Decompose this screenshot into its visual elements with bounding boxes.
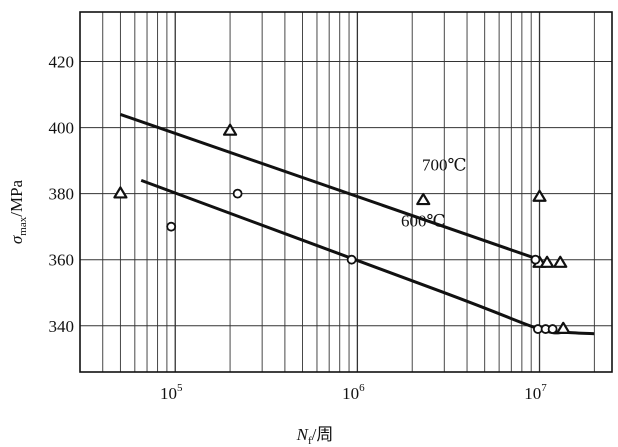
triangle-point [416,192,431,206]
x-tick-label: 107 [524,382,547,403]
data-points [113,123,571,334]
series-curve [140,178,595,336]
plot-frame [79,11,613,373]
y-axis-label-rest: /MPa [7,179,26,216]
triangle-point [222,123,238,136]
series-curve [119,112,540,262]
x-tick-label: 105 [160,382,183,403]
x-axis-label-sub: f [308,435,312,447]
circle-point [346,254,357,265]
y-tick-label: 400 [49,119,75,138]
circle-point [232,188,243,199]
triangle-point [113,186,128,199]
x-tick-labels: 105 106 107 [160,382,547,403]
y-tick-labels: 340 360 380 400 420 [49,53,75,336]
y-axis-label-main: σ [7,235,26,244]
series-labels: 700℃ 600℃ [401,156,467,231]
circle-point [547,324,558,334]
y-tick-label: 420 [49,53,75,72]
y-tick-label: 360 [49,251,75,270]
y-axis-label-sub: max [17,216,29,235]
circle-point [530,254,541,265]
triangle-point [556,321,571,334]
x-axis-label-rest: /周 [312,425,334,444]
triangle-point [539,255,555,268]
y-tick-label: 380 [49,185,75,204]
series-label: 700℃ [422,156,467,175]
x-tick-label: 106 [342,382,365,403]
triangle-point [532,189,547,202]
x-axis-label-main: N [296,425,310,444]
series-label: 600℃ [401,212,446,231]
y-tick-label: 340 [49,317,75,336]
triangle-point [553,255,568,268]
x-axis-label: Nf/周 [296,425,334,447]
circle-point [166,221,177,232]
y-axis-label: σmax/MPa [7,179,29,244]
